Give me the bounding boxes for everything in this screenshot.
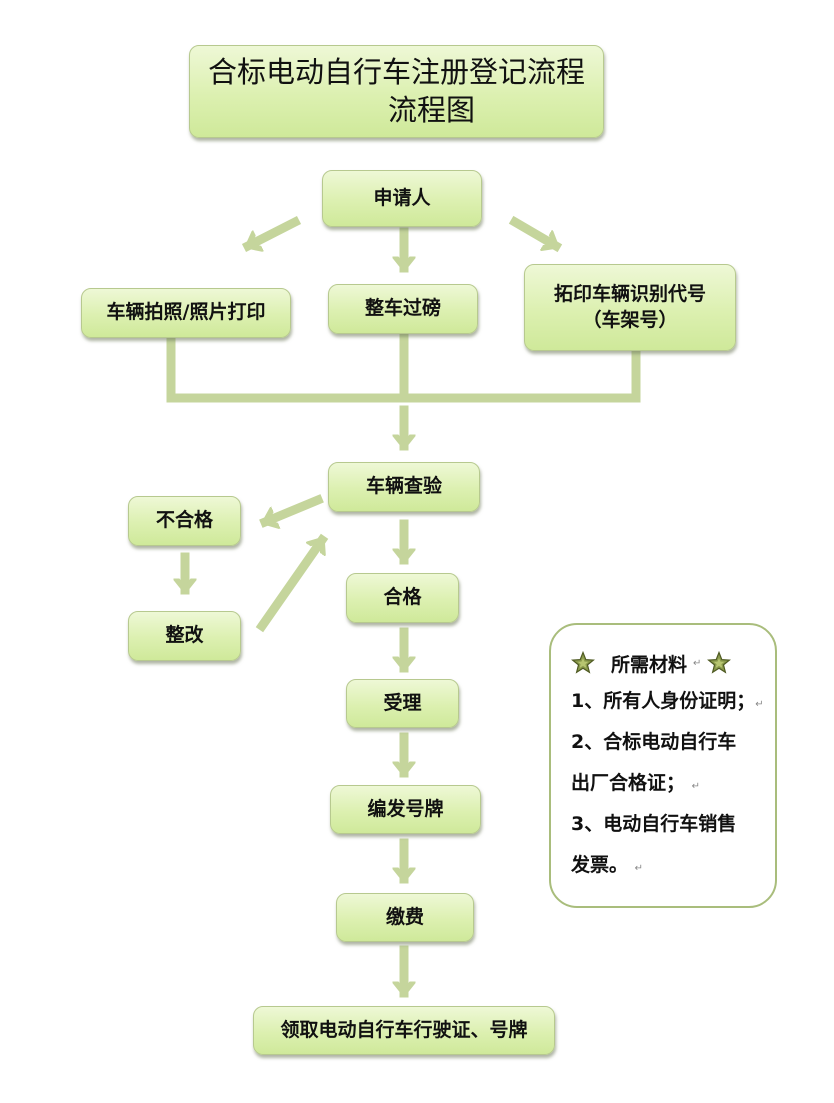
materials-heading-label: 所需材料 [611, 653, 688, 676]
arrow-applicant-to-photo [241, 215, 302, 253]
arrow-rectify-to-inspect [255, 533, 329, 633]
node-vin: 拓印车辆识别代号 （车架号） [524, 264, 736, 351]
materials-heading: 所需材料 ↵ [571, 645, 765, 681]
node-photo: 车辆拍照/照片打印 [81, 288, 291, 338]
node-accept: 受理 [346, 679, 459, 728]
materials-item-text: 发票。 [571, 854, 629, 876]
materials-item-text: 2、合标电动自行车 [571, 731, 737, 753]
title-line-1: 合标电动自行车注册登记流程 [207, 54, 585, 89]
node-rectify: 整改 [128, 611, 241, 661]
node-applicant-label: 申请人 [373, 186, 431, 209]
star-icon [571, 651, 595, 674]
node-pass: 合格 [346, 573, 459, 623]
node-receive: 领取电动自行车行驶证、号牌 [253, 1006, 555, 1055]
materials-item: 2、合标电动自行车 [571, 722, 765, 763]
materials-item: 3、电动自行车销售 [571, 804, 765, 845]
node-applicant: 申请人 [322, 170, 482, 227]
materials-item: 发票。 ↵ [571, 845, 765, 886]
materials-item: 出厂合格证； ↵ [571, 763, 765, 804]
node-receive-label: 领取电动自行车行驶证、号牌 [280, 1018, 528, 1041]
materials-item: 1、所有人身份证明；↵ [571, 681, 765, 722]
node-weigh: 整车过磅 [328, 284, 478, 334]
star-icon [707, 651, 732, 674]
materials-item-text: 3、电动自行车销售 [571, 813, 737, 835]
node-inspect-label: 车辆查验 [365, 475, 442, 498]
node-rectify-label: 整改 [165, 624, 204, 647]
materials-item-text: 1、所有人身份证明； [571, 690, 756, 712]
node-fail: 不合格 [128, 496, 241, 546]
node-vin-label-2: （车架号） [582, 308, 678, 331]
node-inspect: 车辆查验 [328, 462, 480, 512]
node-vin-label-1: 拓印车辆识别代号 [553, 282, 706, 305]
node-weigh-label: 整车过磅 [364, 297, 441, 320]
arrow-inspect-to-fail [259, 494, 324, 522]
paragraph-mark: ↵ [755, 699, 764, 710]
node-issue-plate-label: 编发号牌 [367, 797, 444, 820]
materials-panel: 所需材料 ↵ 1、所有人身份证明；↵ 2、合标电动自行车 出厂合格证； ↵ 3、… [549, 623, 777, 908]
materials-item-text: 出厂合格证； [571, 772, 686, 794]
node-pass-label: 合格 [383, 586, 422, 609]
arrow-applicant-to-vin [508, 215, 563, 253]
node-accept-label: 受理 [383, 691, 422, 714]
title-line-2: 流程图 [387, 92, 475, 127]
node-issue-plate: 编发号牌 [330, 785, 481, 834]
paragraph-mark: ↵ [693, 657, 702, 669]
paragraph-mark: ↵ [691, 781, 701, 792]
node-pay: 缴费 [336, 893, 474, 942]
node-fail-label: 不合格 [155, 509, 213, 532]
node-photo-label: 车辆拍照/照片打印 [106, 301, 266, 324]
diagram-title: 合标电动自行车注册登记流程 流程图 [189, 45, 604, 138]
node-pay-label: 缴费 [385, 905, 424, 928]
paragraph-mark: ↵ [634, 863, 644, 874]
